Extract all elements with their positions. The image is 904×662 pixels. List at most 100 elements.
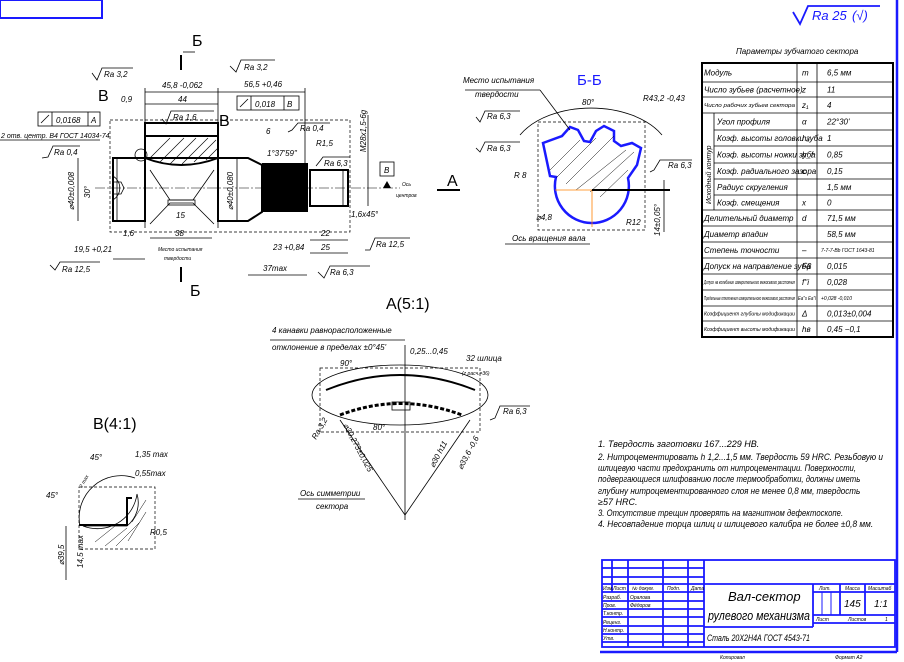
dim-text: ⌀40±0,008	[67, 171, 76, 210]
param-symbol: z	[801, 86, 806, 95]
hardness-note: Место испытания	[158, 247, 203, 253]
param-symbol: hₐ	[802, 134, 809, 143]
dim-text: 6	[266, 127, 271, 136]
tb-developer: Оралова	[630, 595, 650, 601]
copied-label: Копировал	[720, 655, 745, 661]
param-name: Допуск на колебание измерительного межос…	[703, 280, 795, 286]
sheets-value: 1	[885, 617, 888, 623]
dim-text: 14±0,05°	[653, 203, 662, 236]
param-value: 58,5 мм	[827, 230, 856, 239]
param-value: 0,015	[827, 262, 848, 271]
material: Сталь 20Х2Н4А ГОСТ 4543-71	[707, 633, 810, 643]
tb-role: Разраб.	[603, 595, 621, 601]
title-block-text: Изм. Лист № докум. Подп. Дата Разраб. Пр…	[603, 586, 892, 661]
thread-section	[309, 169, 349, 207]
dim-text: 19,5 +0,21	[74, 245, 112, 254]
param-symbol: Ea''s Ea''i	[798, 296, 817, 302]
roughness-extra: (√)	[852, 8, 868, 23]
dim-text: 80°	[373, 423, 386, 432]
tb-label: Масса	[845, 586, 860, 592]
param-value: 0,15	[827, 167, 843, 176]
tb-role: Пров.	[603, 603, 616, 609]
param-value: +0,028 -0,010	[821, 296, 852, 302]
dim-text: 45,8 -0,062	[162, 81, 203, 90]
general-roughness: Ra 25 (√)	[792, 5, 880, 26]
dim-text: М28х1,5-6g	[359, 109, 368, 152]
ra-label: Ra 6,3	[503, 407, 527, 416]
param-name: Диаметр впадин	[703, 230, 769, 239]
detail-v-mark-1: В	[98, 88, 109, 105]
param-symbol: Δ	[801, 310, 807, 319]
scale-value: 1:1	[874, 599, 888, 610]
title-block	[601, 559, 896, 648]
view-note: 4 канавки равнорасположенные	[272, 326, 392, 335]
ra-label: Ra 6,3	[487, 112, 511, 121]
ra-label: Ra 3,2	[244, 63, 268, 72]
note-line: 2. Нитроцементировать h 1,2...1,5 мм. Тв…	[597, 452, 883, 462]
dim-text: 23 +0,84	[272, 243, 305, 252]
param-name: Число зубьев (расчетное)	[704, 86, 803, 95]
param-symbol: z₁	[801, 101, 809, 110]
tb-header: Подп.	[667, 586, 680, 592]
view-a: А(5:1) 4 канавки равнорасположенные откл…	[270, 296, 530, 520]
view-title: А(5:1)	[386, 296, 430, 313]
roughness-icon	[792, 5, 880, 26]
param-name: Число рабочих зубьев сектора	[704, 103, 795, 109]
roughness-label: Ra 25	[812, 8, 847, 23]
tb-label: Лит.	[818, 586, 831, 592]
tb-header: Изм.	[603, 586, 614, 592]
param-symbol: d	[802, 214, 807, 223]
param-name: Коэф. высоты головки зуба	[717, 134, 823, 143]
param-name: Угол профиля	[716, 118, 771, 127]
param-value: 1,5 мм	[827, 183, 852, 192]
param-symbol: f''i	[802, 278, 809, 287]
param-symbol: hв	[802, 325, 811, 334]
param-value: 1	[827, 134, 831, 143]
axis-note: центров	[396, 193, 417, 199]
dim-text: R1,5	[316, 139, 333, 148]
dim-text: ⌀40±0,080	[226, 171, 235, 210]
dim-text: 38	[175, 229, 184, 238]
sector-body	[144, 122, 219, 159]
section-title: Б-Б	[577, 72, 602, 89]
dim-text: R0,5	[150, 528, 167, 537]
param-name: Коэффициент глубины модификации	[704, 312, 795, 318]
param-value: 4	[827, 101, 832, 110]
dim-text: (z расч.=36)	[462, 371, 490, 377]
drawing-title: рулевого механизма	[707, 608, 810, 623]
param-value: 0,028	[827, 278, 848, 287]
datum-label: В	[384, 166, 390, 175]
ra-label: Ra 6,3	[487, 144, 511, 153]
param-symbol: –	[801, 246, 807, 255]
dim-text: 32 шлица	[466, 354, 502, 363]
parameters-table: Параметры зубчатого сектора Исходный кон…	[701, 47, 894, 338]
axis-note: сектора	[316, 502, 349, 511]
tb-checker: Фёдоров	[630, 603, 651, 609]
shaft-right-journal	[217, 157, 263, 222]
ra-label: Ra 12,5	[62, 265, 91, 274]
param-symbol: m	[802, 69, 809, 78]
axis-note: Ось симметрии	[300, 489, 361, 498]
dim-text: ⌀33,6 -0,6	[456, 434, 481, 471]
gear-sector-profile	[541, 124, 643, 225]
dim-text: 90°	[340, 359, 353, 368]
hardness-note: твердости	[164, 256, 191, 262]
tb-label: Масштаб	[868, 586, 892, 592]
tb-role: Т.контр.	[603, 611, 623, 617]
param-name: Коэф. смещения	[717, 199, 780, 208]
param-name: Коэф. высоты ножки зуба	[717, 151, 816, 160]
dim-text: ⌀39,5	[57, 544, 66, 565]
ra-label: Ra 6,3	[324, 159, 348, 168]
param-name: Допуск на направление зуба	[703, 262, 811, 271]
dim-text: 14,5 max	[76, 534, 85, 568]
dim-text: R43,2 -0,43	[643, 94, 685, 103]
center-hole	[112, 175, 121, 201]
param-value: 0,45 −0,1	[827, 325, 861, 334]
section-mark-top: Б	[192, 33, 203, 50]
runout-tolerance-2	[236, 95, 300, 111]
tb-label: Листов	[847, 617, 867, 623]
param-name: Радиус скругления	[717, 183, 789, 192]
ra-label: Ra 12,5	[376, 240, 405, 249]
tolerance-base: А	[90, 116, 96, 125]
param-name: Степень точности	[704, 246, 780, 255]
